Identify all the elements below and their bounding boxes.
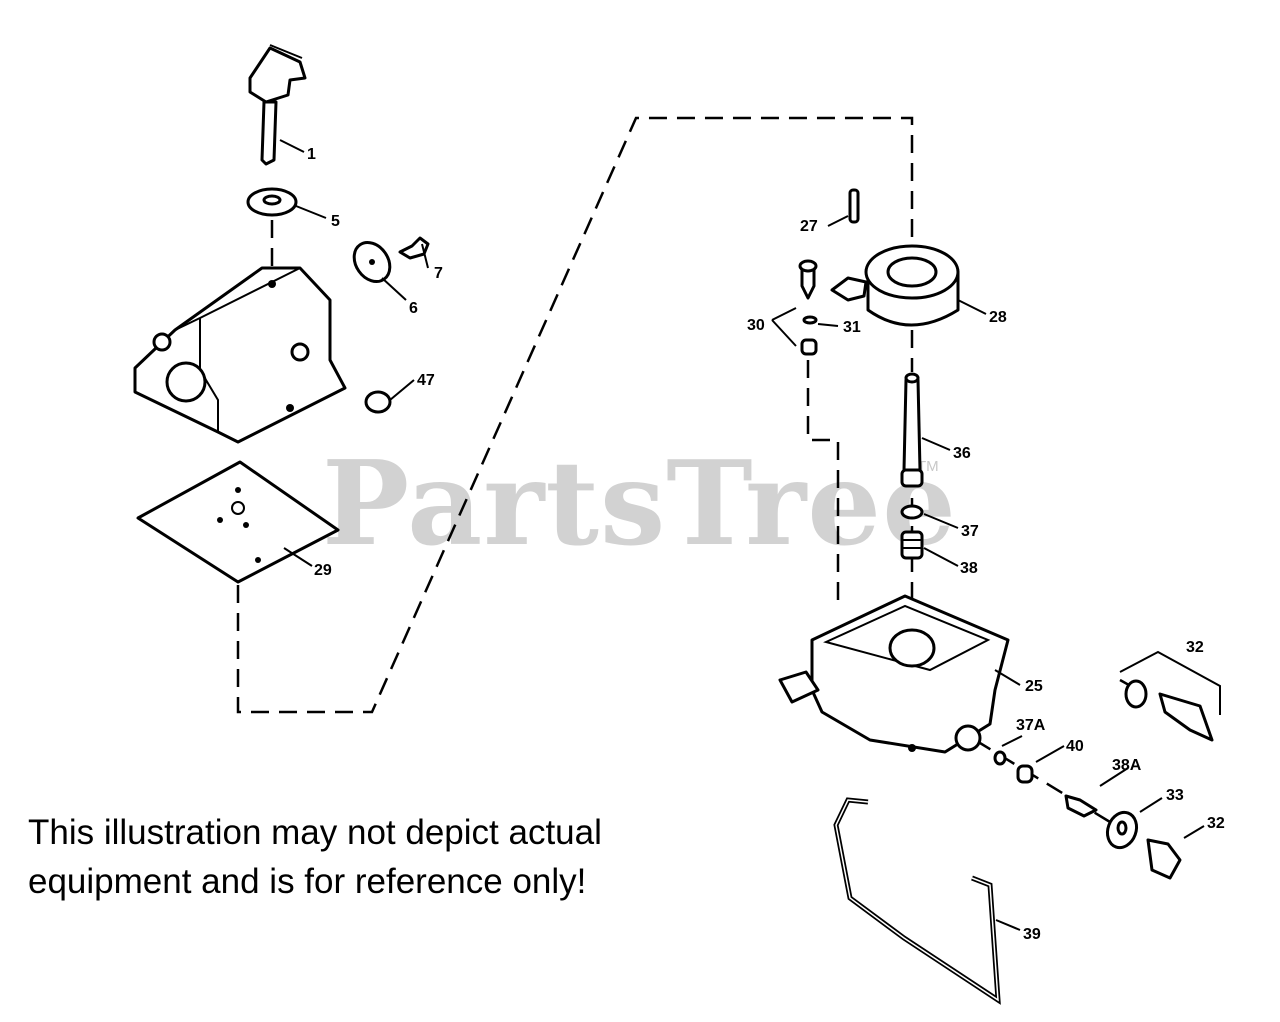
callout-bracket-32 — [1119, 650, 1221, 715]
callout-40: 40 — [1066, 738, 1084, 755]
washer-part — [246, 187, 298, 217]
callout-1: 1 — [307, 146, 316, 163]
watermark-text: PartsTree — [322, 436, 957, 572]
callout-30: 30 — [747, 317, 765, 334]
callout-32-upper: 32 — [1186, 639, 1204, 656]
callout-36: 36 — [953, 445, 971, 462]
needle-seat-part — [800, 338, 818, 356]
main-nozzle-part — [900, 372, 924, 488]
callout-28: 28 — [989, 309, 1007, 326]
needle-clip-part — [802, 315, 818, 325]
inlet-needle-part — [798, 259, 818, 300]
float-part — [830, 244, 960, 327]
callout-25: 25 — [1025, 678, 1043, 695]
jet-part — [1016, 764, 1034, 784]
callout-32-lower: 32 — [1207, 815, 1225, 832]
callout-38: 38 — [960, 560, 978, 577]
screw-part — [398, 236, 430, 260]
washer-37a-part — [993, 750, 1007, 766]
carburetor-body-part — [133, 266, 347, 444]
leader-lines — [279, 139, 1205, 931]
callout-7: 7 — [434, 265, 443, 282]
callout-29: 29 — [314, 562, 332, 579]
callout-37: 37 — [961, 523, 979, 540]
disclaimer-line-1: This illustration may not depict actual — [28, 813, 602, 852]
watermark: PartsTree — [322, 436, 957, 572]
gasket-part — [136, 460, 340, 584]
callout-5: 5 — [331, 213, 340, 230]
callout-37a: 37A — [1016, 717, 1046, 734]
callout-39: 39 — [1023, 926, 1041, 943]
callout-33: 33 — [1166, 787, 1184, 804]
assembly-lines — [236, 116, 1146, 824]
disclaimer-note: This illustration may not depict actual … — [28, 808, 602, 906]
callout-27: 27 — [800, 218, 818, 235]
callout-31: 31 — [843, 319, 861, 336]
o-ring-part — [900, 504, 924, 520]
spring-part — [900, 530, 924, 560]
plug-part — [364, 390, 392, 414]
pin-part — [848, 188, 860, 224]
throttle-lever-part — [248, 44, 307, 166]
callout-38a: 38A — [1112, 757, 1142, 774]
washer-33-part — [1105, 810, 1139, 850]
callout-labels: 1 5 7 6 47 29 27 28 30 31 36 37 38 25 32… — [307, 146, 1225, 943]
bowl-nut-part — [1146, 838, 1182, 880]
choke-plate-part — [352, 241, 392, 283]
callout-6: 6 — [409, 300, 418, 317]
disclaimer-line-2: equipment and is for reference only! — [28, 862, 587, 901]
callout-47: 47 — [417, 372, 435, 389]
wire-link-part — [833, 797, 1001, 1005]
float-bowl-part — [778, 594, 1010, 754]
screw-32-part — [1124, 679, 1214, 742]
spring-38a-part — [1064, 794, 1098, 818]
